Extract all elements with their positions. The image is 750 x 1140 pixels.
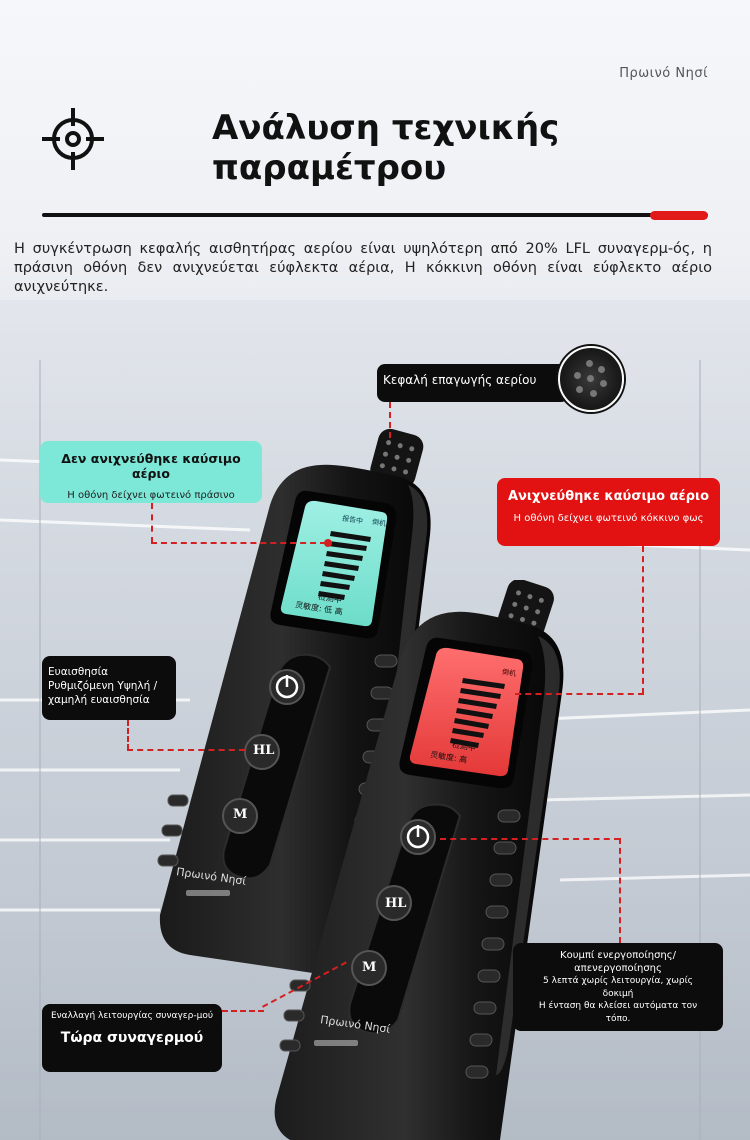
leader-power-vertical [619, 838, 621, 943]
callout-gas-not-detected: Δεν ανιχνεύθηκε καύσιμο αέριο Η οθόνη δε… [40, 441, 262, 503]
callout-sensitivity-line-2: Ρυθμιζόμενη Υψηλή / [48, 680, 158, 692]
leader-sensitivity-horizontal [127, 749, 245, 751]
title-divider [42, 213, 708, 217]
red-hl-button-label: HL [385, 896, 407, 911]
callout-sensor-head-text: Κεφαλή επαγωγής αερίου [383, 373, 537, 387]
leader-green-dot [324, 539, 332, 547]
callout-power-line-1: 5 λεπτά χωρίς λειτουργία, χωρίς δοκιμή [543, 976, 693, 999]
callout-gas-not-detected-sub: Η οθόνη δείχνει φωτεινό πράσινο [67, 490, 235, 501]
title-line-2: παραμέτρου [212, 148, 447, 188]
title-divider-accent [650, 211, 708, 220]
device-red [274, 580, 564, 1140]
callout-gas-detected: Ανιχνεύθηκε καύσιμο αέριο Η οθόνη δείχνε… [497, 478, 720, 546]
leader-red-horizontal [515, 693, 644, 695]
leader-sensitivity-vertical [127, 720, 129, 750]
green-hl-button-label: HL [253, 743, 275, 758]
leader-red-vertical [642, 546, 644, 694]
callout-mode-small: Εναλλαγή λειτουργίας συναγερ-μού [50, 1011, 214, 1021]
title-line-1: Ανάλυση τεχνικής [212, 108, 560, 148]
callout-gas-not-detected-title: Δεν ανιχνεύθηκε καύσιμο αέριο [61, 451, 241, 481]
leader-green-horizontal [151, 542, 326, 544]
callout-sensor-head: Κεφαλή επαγωγής αερίου [377, 364, 569, 402]
leader-green-vertical [151, 503, 153, 543]
sensor-head-closeup-icon [558, 346, 624, 412]
red-m-button-label: M [362, 960, 377, 975]
callout-mode-switch: Εναλλαγή λειτουργίας συναγερ-μού Τώρα συ… [42, 1004, 222, 1072]
description-text: Η συγκέντρωση κεφαλής αισθητήρας αερίου … [14, 241, 712, 295]
page-title: Ανάλυση τεχνικής παραμέτρου [212, 108, 559, 188]
callout-power-title: Κουμπί ενεργοποίησης/ απενεργοποίησης [560, 950, 676, 974]
callout-power-button: Κουμπί ενεργοποίησης/ απενεργοποίησης 5 … [513, 943, 723, 1031]
leader-sensor-vertical [389, 402, 391, 438]
brand-name: Πρωινό Νησί [619, 66, 708, 81]
callout-gas-detected-sub: Η οθόνη δείχνει φωτεινό κόκκινο φως [513, 513, 704, 524]
green-screen-status-right: 倒机 [371, 517, 387, 529]
callout-mode-big: Τώρα συναγερμού [60, 1030, 204, 1046]
leader-power-horizontal [440, 838, 620, 840]
callout-sensitivity: Ευαισθησία Ρυθμιζόμενη Υψηλή / χαμηλή ευ… [42, 656, 176, 720]
callout-sensitivity-line-3: χαμηλή ευαισθησία [48, 694, 150, 706]
crosshair-icon [42, 108, 104, 170]
callout-gas-detected-title: Ανιχνεύθηκε καύσιμο αέριο [507, 489, 710, 504]
callout-sensitivity-line-1: Ευαισθησία [48, 666, 109, 678]
green-m-button-label: M [233, 807, 248, 822]
red-screen-status-right: 倒机 [501, 667, 517, 679]
callout-power-line-2: Η ένταση θα κλείσει αυτόματα τον τόπο. [538, 1001, 698, 1024]
leader-mode-horizontal [222, 1010, 264, 1012]
